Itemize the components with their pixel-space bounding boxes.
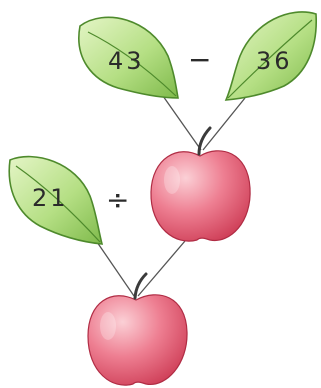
leaf-middle-left: 21 [9,157,102,244]
apple-highlight [164,166,180,194]
operator-subtract: − [188,43,211,76]
number-right-top: 36 [256,47,293,75]
leaf-top-right: 36 [226,12,316,100]
line-bottom-leaf-to-apple-2 [97,242,134,296]
number-left-top: 43 [108,47,145,75]
apple-stem [135,274,146,298]
apple-stem [199,128,210,154]
line-left-leaf-to-apple-1 [163,96,201,150]
apple-result-1 [151,128,250,241]
operator-divide: ÷ [106,183,129,216]
apple-body [151,151,250,241]
leaf-top-left: 43 [79,17,178,98]
number-middle-left: 21 [32,184,69,212]
apple-result-2 [88,274,187,385]
apple-body [88,295,187,385]
apple-highlight [100,312,116,340]
line-apple-1-to-apple-2 [138,241,185,296]
line-right-leaf-to-apple-1 [203,98,245,150]
